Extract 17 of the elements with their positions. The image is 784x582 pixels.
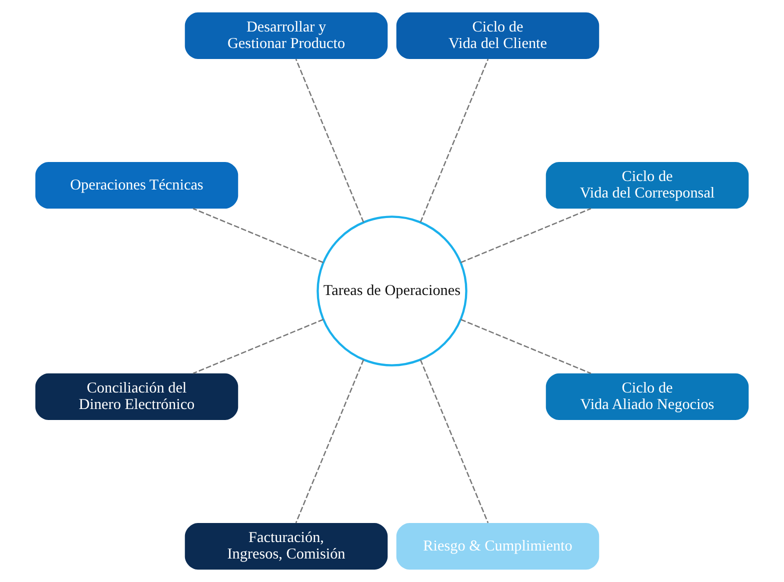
node-box: Ciclo de Vida del Cliente [396,12,600,60]
connector [192,318,324,374]
node-box: Operaciones Técnicas [35,162,238,209]
node-box: Facturación, Ingresos, Comisión [184,522,388,570]
node-box: Ciclo de Vida del Corresponsal [546,162,749,209]
connector [295,360,364,524]
node-box: Riesgo & Cumplimiento [396,522,600,570]
node-circle: Tareas de Operaciones [316,216,468,366]
node-box: Conciliación del Dinero Electrónico [35,373,238,420]
node-box: Desarrollar y Gestionar Producto [184,12,388,60]
connector [192,208,324,264]
connector [460,318,592,374]
connector [460,208,592,264]
connector [420,360,489,524]
connector [420,58,489,222]
connector [295,58,364,222]
node-box: Ciclo de Vida Aliado Negocios [546,373,749,420]
